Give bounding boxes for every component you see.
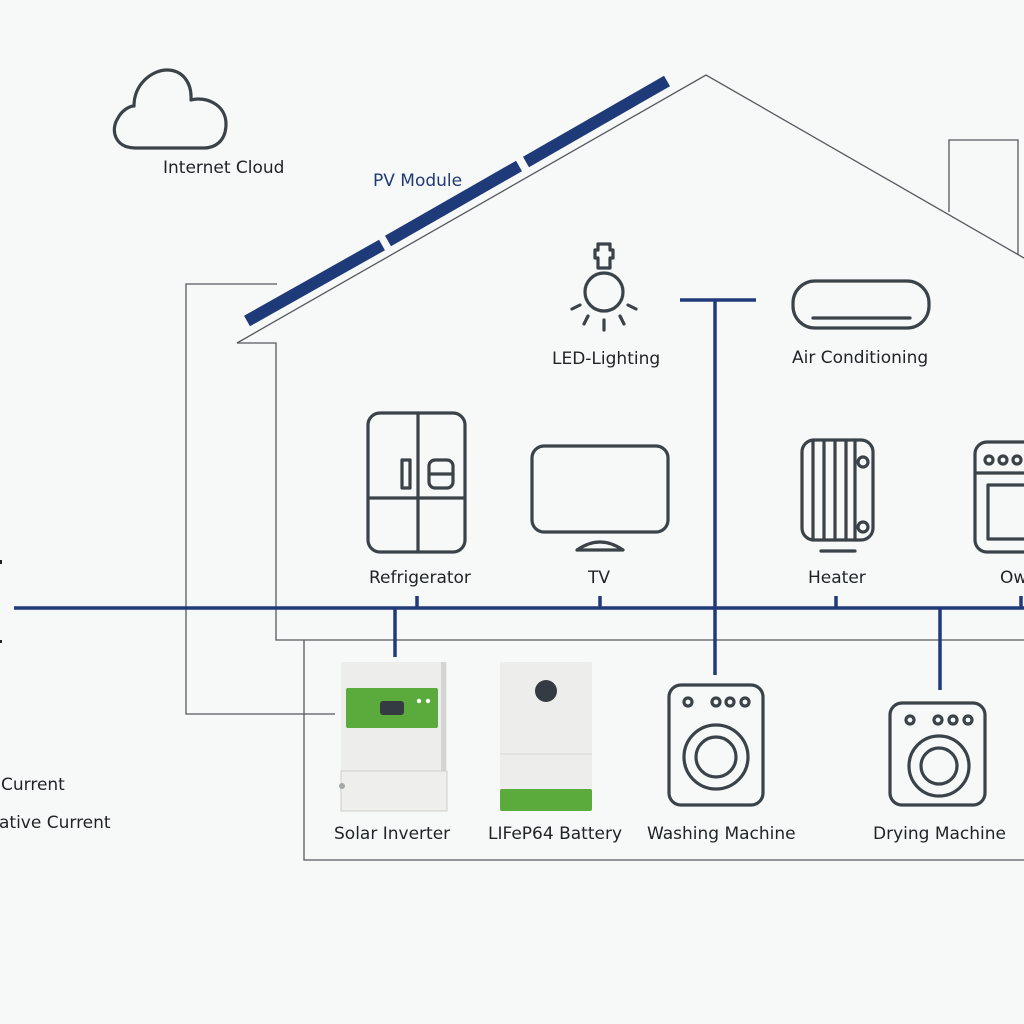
power-bus: [14, 298, 1024, 690]
led-lighting-label: LED-Lighting: [552, 349, 660, 369]
pv-panel-segment: [244, 239, 385, 327]
cloud-connection-line: [185, 283, 335, 715]
legend-mark: [0, 640, 2, 643]
cloud-label: Internet Cloud: [163, 158, 284, 178]
air-conditioning-label: Air Conditioning: [792, 348, 928, 368]
roof-line: [236, 74, 1024, 344]
legend-mark: [0, 560, 2, 564]
solar-inverter-label: Solar Inverter: [334, 824, 450, 844]
cloud-icon: [112, 68, 228, 150]
washing-machine-label: Washing Machine: [647, 824, 796, 844]
pv-module-label: PV Module: [373, 171, 462, 191]
tv-icon: [530, 444, 670, 552]
tv-label: TV: [587, 568, 610, 588]
pv-panel-segment: [385, 160, 522, 247]
house-outline: [185, 74, 1024, 861]
battery-body: [500, 662, 592, 811]
drying-machine-label: Drying Machine: [873, 824, 1006, 844]
light-bulb-icon: [570, 242, 638, 332]
house-wall: [237, 342, 1024, 641]
refrigerator-label: Refrigerator: [369, 568, 471, 588]
battery-green-band: [500, 789, 592, 811]
pv-module: [244, 75, 670, 327]
battery-label: LIFeP64 Battery: [488, 824, 622, 844]
washing-machine-icon: [667, 683, 765, 807]
refrigerator-icon: [366, 411, 467, 554]
oven-label: Ow: [1000, 568, 1024, 588]
radiator-icon: [800, 438, 875, 553]
legend-item-alternative-current: ative Current: [0, 813, 111, 833]
air-conditioner-icon: [791, 279, 931, 330]
inverter-lower-body: [340, 770, 448, 812]
chimney: [948, 139, 1019, 255]
pv-panel-segment: [523, 75, 670, 168]
legend: Current ative Current: [0, 560, 111, 833]
inverter-port: [339, 783, 345, 789]
inverter-device: [339, 662, 448, 812]
oven-icon: [973, 440, 1024, 554]
drying-machine-icon: [888, 701, 987, 807]
inverter-display: [380, 701, 404, 715]
battery-device: [500, 662, 592, 811]
inverter-indicator-led: [425, 698, 431, 704]
inverter-indicator-led: [416, 698, 422, 704]
basement-outline: [303, 640, 1024, 861]
legend-item-current: Current: [1, 775, 65, 795]
battery-power-button: [535, 680, 557, 702]
heater-label: Heater: [808, 568, 866, 588]
